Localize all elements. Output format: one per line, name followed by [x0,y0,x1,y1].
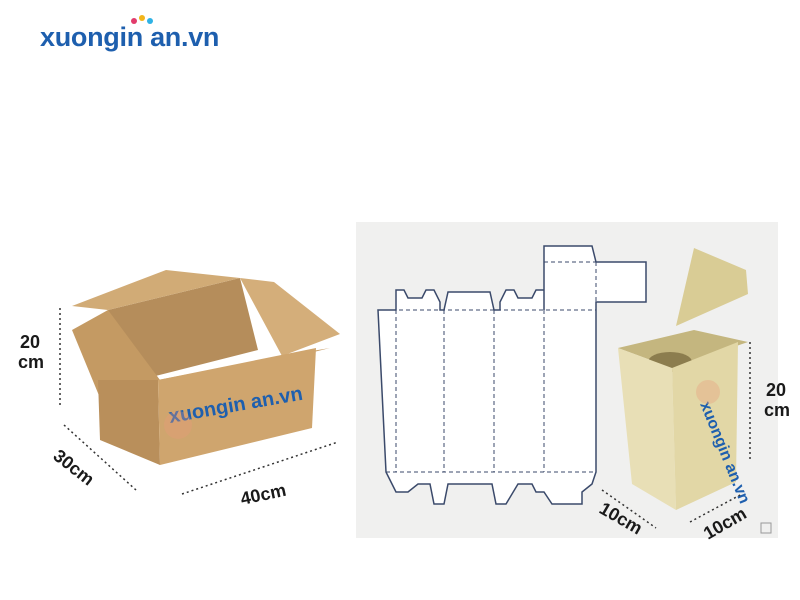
logo-droplets-icon [131,15,153,24]
logo-text: xuongin an.vn [40,22,220,52]
brand-logo: xuongin an.vn [40,22,219,53]
dieline-folds [378,261,597,473]
box-flap-right [240,278,340,356]
box-flap-back [72,270,240,310]
tall-box-lid [676,248,748,326]
depth-dim-line [63,424,137,491]
dieline-illustration: xuongin an.vn [377,245,772,534]
box-flap-left [72,310,160,398]
right-depth-dim-line [601,489,657,529]
width-label: 40cm [239,480,288,509]
box-dieline [377,245,647,505]
height-label-1: 20 [20,332,40,352]
box-inner-back [108,278,258,385]
box-left-face [98,380,160,465]
tall-box-front [618,348,676,510]
watermark-circle-icon-2 [696,380,720,404]
watermark-circle-icon [164,411,192,439]
depth-label: 30cm [50,445,99,489]
box-front-face [158,348,316,465]
cardboard-box-illustration: xuongin an.vn 20 cm 30cm 40cm [18,270,340,509]
tall-box-side [672,342,738,510]
height-label-2: cm [18,352,44,372]
corner-mark-icon [760,522,772,534]
